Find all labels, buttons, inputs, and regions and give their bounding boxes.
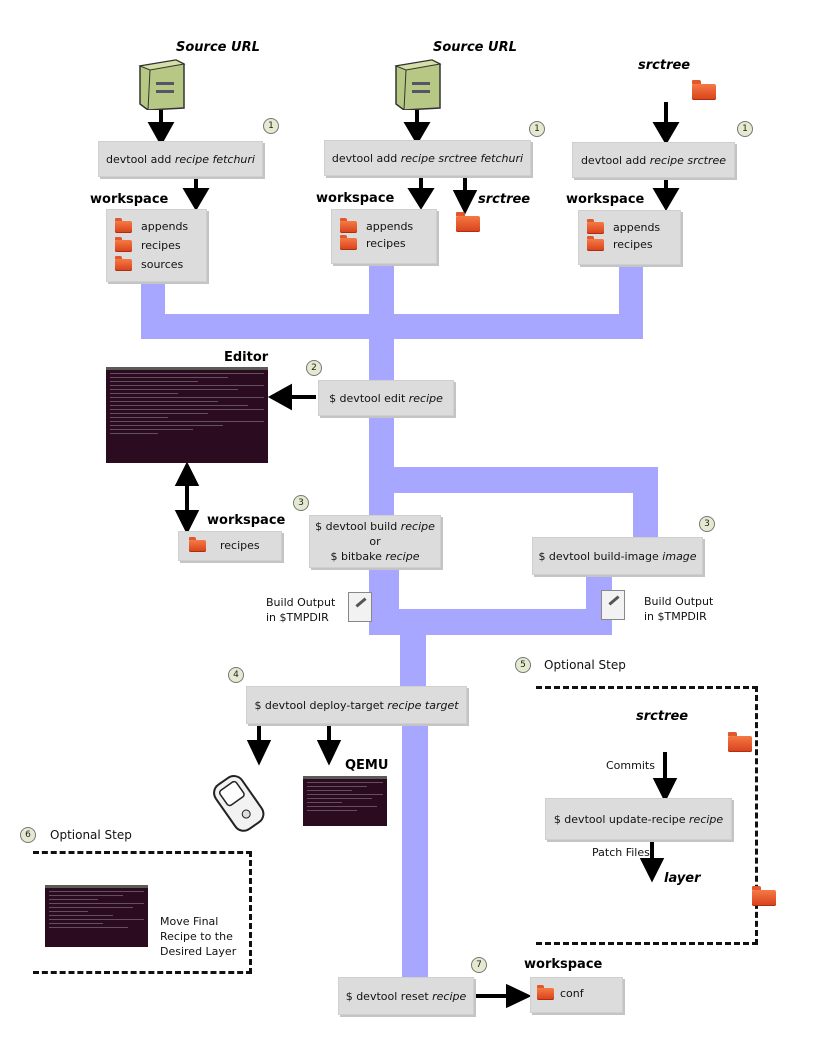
workspace-item-recipes: recipes (366, 237, 406, 250)
workspace-label-middle: workspace (316, 191, 395, 206)
workspace-item-appends: appends (366, 220, 414, 233)
optional-step-6-frame (33, 851, 252, 974)
workspace-label-right: workspace (566, 192, 645, 207)
devtool-deploy-target-command: $ devtool deploy-target recipe target (246, 686, 467, 724)
workspace-label-reset: workspace (524, 957, 603, 972)
workspace-box-middle: appends recipes (331, 209, 437, 264)
folder-icon (115, 236, 132, 252)
folder-icon (115, 217, 132, 233)
step-2: 2 (306, 360, 322, 376)
workspace-box-reset: conf (530, 977, 623, 1013)
pipe-branch-right-down (633, 467, 658, 547)
optional-step-5-frame (536, 686, 758, 945)
optional-step-6-label: Optional Step (50, 828, 132, 842)
workspace-item-sources: sources (141, 258, 184, 271)
srctree-label-step5: srctree (636, 709, 689, 724)
workspace-item-appends: appends (141, 220, 189, 233)
folder-icon (115, 255, 132, 271)
qemu-terminal-window (303, 776, 387, 826)
step-5: 5 (515, 657, 531, 673)
server-icon-left (138, 59, 186, 110)
pipe-right-down (619, 262, 643, 339)
devtool-edit-command: $ devtool edit recipe (318, 380, 454, 416)
workspace-box-editor: recipes (178, 531, 282, 561)
devtool-add-fetchuri-command: devtool add recipe fetchuri (98, 141, 263, 177)
pipe-branch-horizontal (369, 467, 658, 493)
devtool-reset-command: $ devtool reset recipe (338, 977, 474, 1015)
devtool-add-srctree-command: devtool add recipe srctree (572, 142, 735, 178)
srctree-label-middle: srctree (478, 192, 531, 207)
devtool-build-image-command: $ devtool build-image image (532, 537, 703, 575)
workspace-label-left: workspace (90, 192, 169, 207)
step-1-right: 1 (737, 121, 753, 137)
editor-label: Editor (224, 350, 269, 365)
devtool-build-command: $ devtool build recipe or $ bitbake reci… (309, 515, 441, 568)
devtool-update-recipe-command: $ devtool update-recipe recipe (545, 798, 732, 840)
commits-label: Commits (606, 759, 655, 772)
devtool-add-srctree-fetchuri-command: devtool add recipe srctree fetchuri (324, 140, 531, 176)
workspace-item-recipes: recipes (141, 239, 181, 252)
step-7: 7 (471, 957, 487, 973)
srctree-folder-icon-right (692, 80, 717, 100)
source-url-label-middle: Source URL (433, 40, 517, 55)
build-output-document-icon-left (348, 592, 372, 622)
srctree-folder-icon-step5 (728, 732, 753, 752)
qemu-label: QEMU (345, 758, 389, 773)
server-icon-middle (394, 59, 442, 110)
final-recipe-terminal-window (45, 885, 148, 947)
layer-label: layer (664, 871, 701, 886)
workspace-item-recipes: recipes (613, 238, 653, 251)
workspace-item-recipes: recipes (220, 539, 260, 552)
workspace-label-editor: workspace (207, 513, 286, 528)
step-1-middle: 1 (529, 121, 545, 137)
source-url-label-left: Source URL (176, 40, 260, 55)
srctree-label-right: srctree (638, 58, 691, 73)
step-6: 6 (20, 827, 36, 843)
layer-folder-icon (752, 886, 777, 906)
step-4: 4 (228, 667, 244, 683)
editor-terminal-window (106, 367, 268, 463)
workspace-item-conf: conf (560, 987, 584, 1000)
build-output-document-icon-right (601, 590, 625, 620)
workspace-item-appends: appends (613, 221, 661, 234)
step-3-editor: 3 (293, 495, 309, 511)
step-3-image: 3 (699, 516, 715, 532)
pipe-to-deploy (400, 609, 426, 689)
step-1-left: 1 (263, 118, 279, 134)
patch-files-label: Patch Files (592, 846, 650, 859)
workspace-box-left: appends recipes sources (106, 209, 207, 282)
srctree-folder-icon-middle (456, 212, 480, 232)
optional-step-5-label: Optional Step (544, 658, 626, 672)
workspace-box-right: appends recipes (578, 210, 681, 265)
pipe-to-reset (402, 724, 428, 979)
device-phone-icon (213, 775, 265, 832)
